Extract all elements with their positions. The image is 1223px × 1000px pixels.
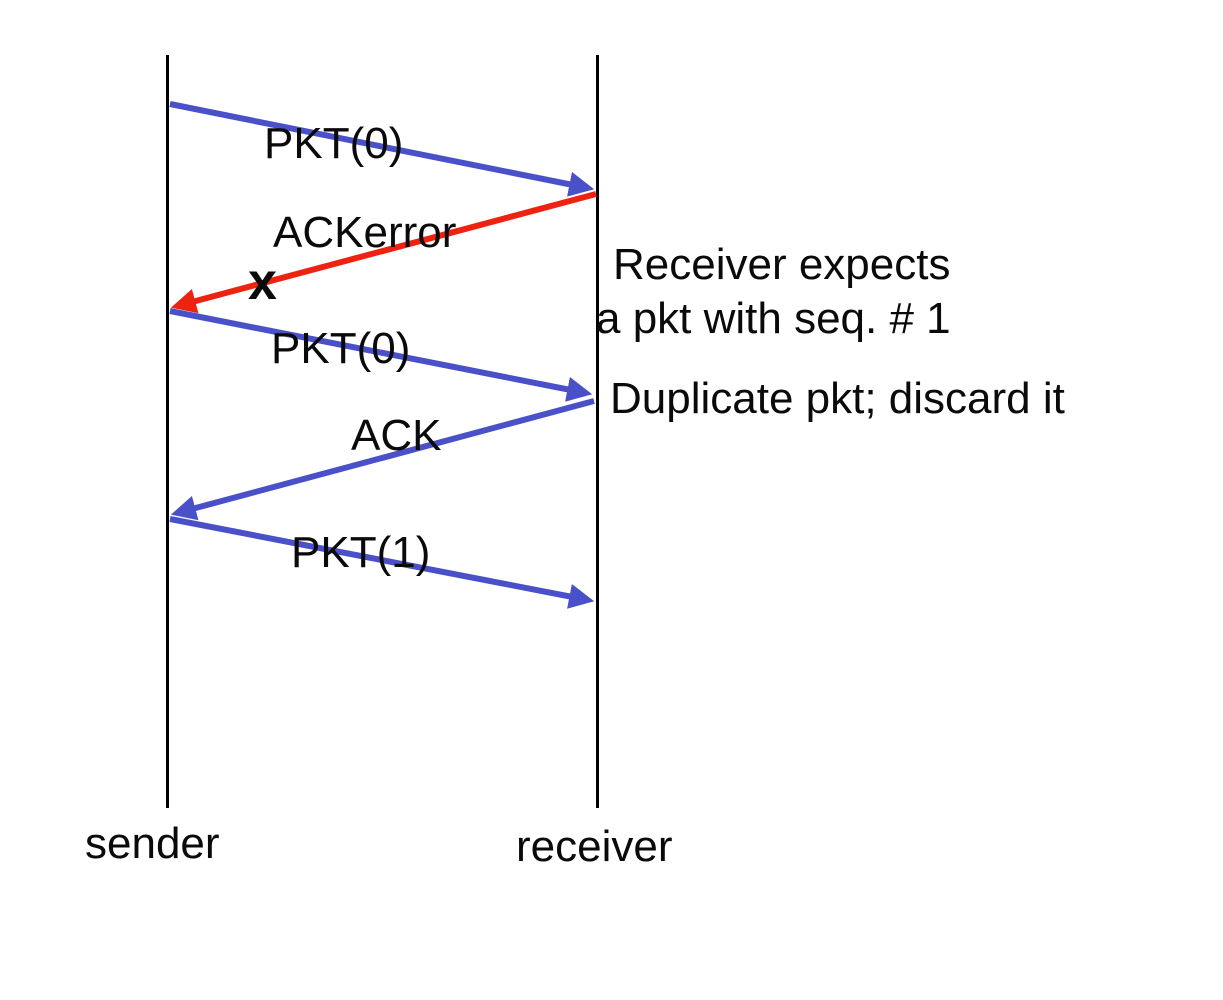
message-label-ack-error: ACKerror (273, 208, 457, 257)
lifeline-label-receiver: receiver (516, 822, 673, 871)
annotation-receiver-expects-line1: Receiver expects (613, 240, 951, 289)
message-label-ack: ACK (351, 411, 442, 460)
annotation-duplicate-discard: Duplicate pkt; discard it (610, 374, 1065, 423)
lifeline-label-sender: sender (85, 819, 220, 868)
message-arrow-ack (170, 398, 595, 521)
message-label-pkt0-first: PKT(0) (264, 119, 404, 168)
annotation-receiver-expects-line2: a pkt with seq. # 1 (596, 294, 951, 343)
message-label-pkt1: PKT(1) (291, 528, 431, 577)
message-arrow-pkt1 (169, 516, 595, 609)
corruption-x-mark: x (248, 253, 277, 311)
message-arrow-pkt0-first (169, 101, 595, 197)
message-arrow-pkt0-retransmit (169, 308, 593, 402)
message-arrow-ack-error (170, 191, 597, 314)
message-label-pkt0-retransmit: PKT(0) (271, 324, 411, 373)
